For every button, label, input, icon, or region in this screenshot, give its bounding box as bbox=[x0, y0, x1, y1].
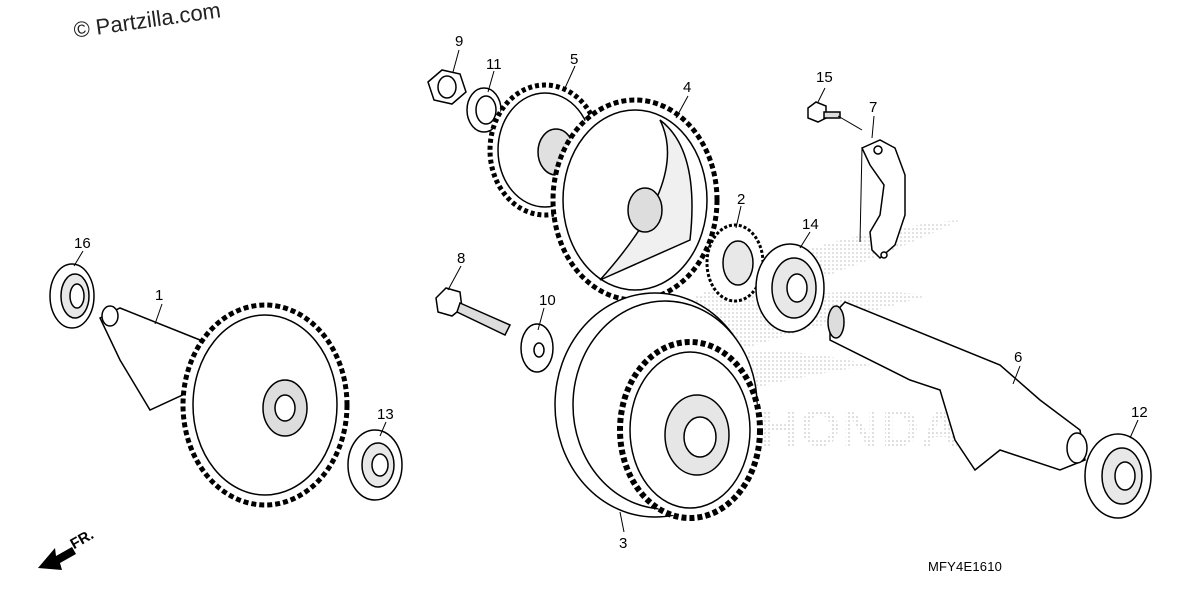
callout-13: 13 bbox=[377, 406, 394, 423]
part-7-bracket bbox=[860, 139, 906, 260]
callout-3: 3 bbox=[619, 535, 628, 552]
diagram-code: MFY4E1610 bbox=[928, 559, 1003, 574]
part-6-output-shaft bbox=[827, 301, 1088, 472]
front-direction-arrow-icon bbox=[38, 547, 76, 570]
callout-10: 10 bbox=[539, 292, 556, 309]
part-8-bolt bbox=[435, 287, 512, 336]
part-2-needle-bearing bbox=[705, 223, 765, 303]
part-12-bearing bbox=[1084, 433, 1152, 519]
part-11-washer bbox=[466, 87, 502, 133]
leader-lines bbox=[73, 49, 1139, 533]
callout-2: 2 bbox=[737, 191, 746, 208]
callout-6: 6 bbox=[1014, 349, 1023, 366]
callout-8: 8 bbox=[457, 250, 466, 267]
callout-11: 11 bbox=[486, 56, 502, 73]
callout-12: 12 bbox=[1131, 404, 1148, 421]
part-9-nut bbox=[427, 69, 467, 105]
part-16-bearing bbox=[49, 263, 95, 329]
part-4-gear bbox=[550, 97, 720, 303]
callout-9: 9 bbox=[455, 33, 464, 50]
part-15-bolt bbox=[807, 101, 841, 123]
honda-brand-watermark: HONDA bbox=[760, 400, 961, 458]
part-13-bearing bbox=[347, 429, 403, 501]
callout-5: 5 bbox=[570, 51, 579, 68]
callout-4: 4 bbox=[683, 79, 692, 96]
honda-wing-watermark bbox=[690, 220, 960, 400]
callout-1: 1 bbox=[155, 287, 164, 304]
callout-15: 15 bbox=[816, 69, 833, 86]
part-10-washer bbox=[520, 323, 554, 373]
callout-7: 7 bbox=[869, 99, 878, 116]
part-14-bearing bbox=[755, 243, 825, 333]
part-1-gear bbox=[180, 302, 350, 508]
callout-14: 14 bbox=[802, 216, 819, 233]
callout-16: 16 bbox=[74, 235, 91, 252]
part-3-clutch-drum bbox=[554, 292, 763, 521]
